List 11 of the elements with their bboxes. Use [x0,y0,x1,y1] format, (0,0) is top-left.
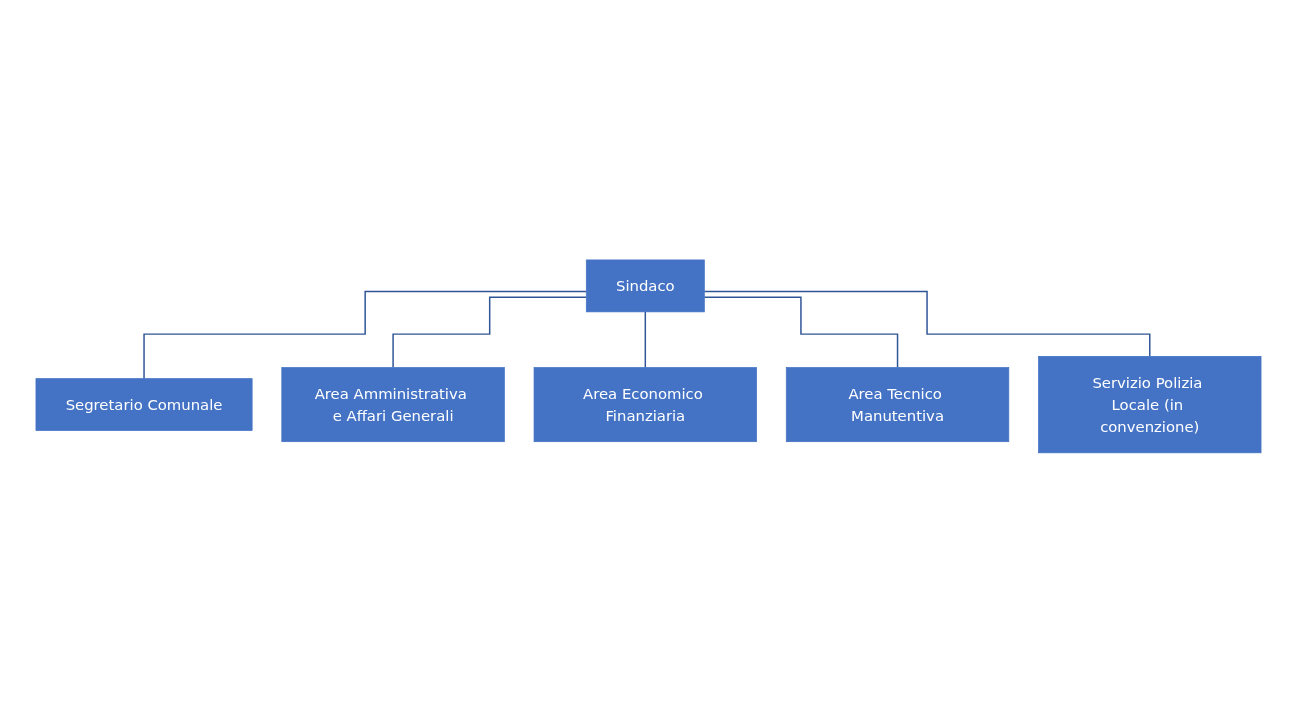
connector [644,311,647,369]
node-box: Area Tecnico Manutentiva [785,367,1010,443]
node-box: Area Economico Finanziaria [533,367,757,443]
node-box: Servizio Polizia Locale (in convenzione) [1038,356,1262,454]
connector [143,290,588,380]
connector [703,290,1151,358]
connector [392,296,588,369]
node-box: Sindaco [585,259,705,313]
connector [703,296,899,369]
node-box: Area Amministrativa e Affari Generali [281,367,505,443]
node-box: Segretario Comunale [35,378,253,432]
